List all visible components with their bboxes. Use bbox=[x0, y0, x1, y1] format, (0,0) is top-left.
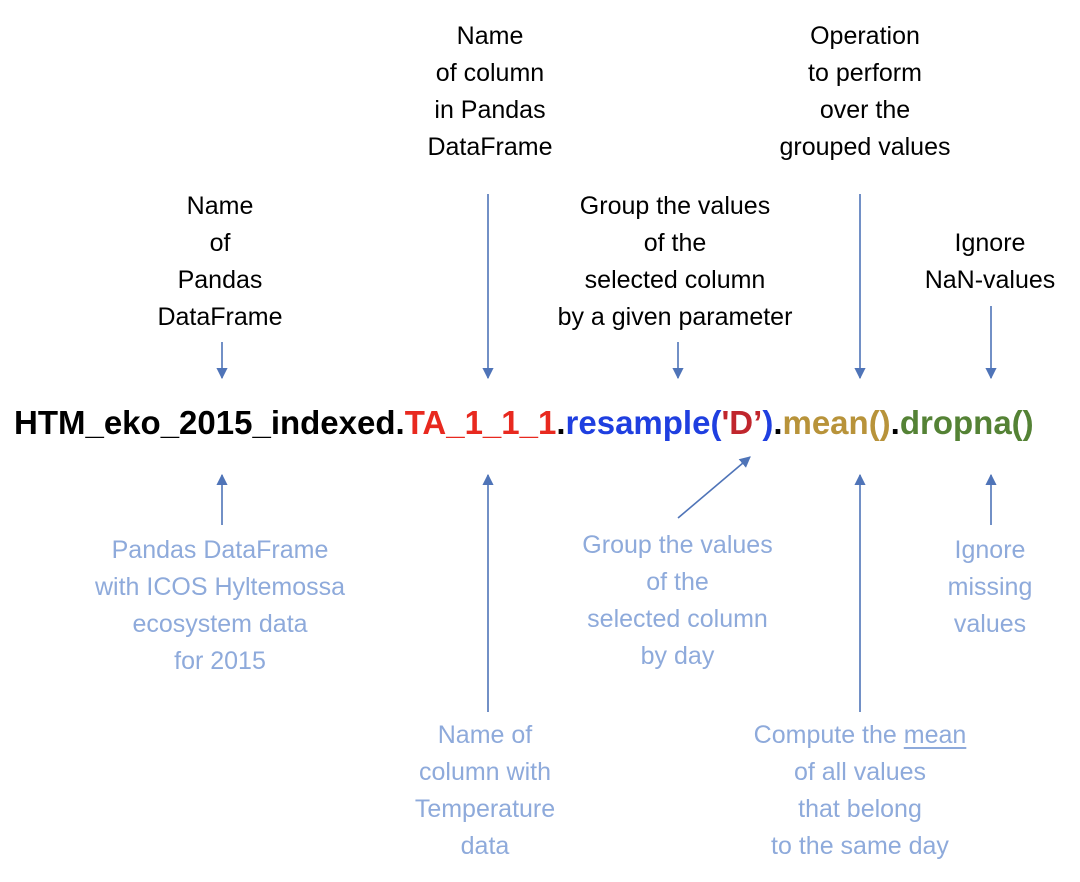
code-dropna: dropna() bbox=[899, 404, 1034, 441]
bottom-label-dataframe: Pandas DataFrame with ICOS Hyltemossa ec… bbox=[94, 536, 346, 675]
code-dot-1: . bbox=[395, 404, 405, 441]
bottom-label-mean: Compute the mean of all values that belo… bbox=[715, 717, 1005, 865]
bottom-label-mean-rest: of all values that belong to the same da… bbox=[771, 758, 949, 860]
top-label-column: Name of column in Pandas DataFrame bbox=[427, 22, 553, 161]
code-resample: resample( bbox=[565, 404, 722, 441]
code-dot-3: . bbox=[773, 404, 783, 441]
code-resample-close: ) bbox=[762, 404, 774, 441]
bottom-label-resample: Group the values of the selected column … bbox=[582, 531, 773, 670]
bottom-label-dropna: Ignore missing values bbox=[947, 536, 1033, 638]
code-dataframe: HTM_eko_2015_indexed bbox=[14, 404, 396, 441]
code-resample-arg: 'D’ bbox=[721, 404, 763, 441]
top-label-resample: Group the values of the selected column … bbox=[557, 192, 793, 331]
code-dot-2: . bbox=[556, 404, 566, 441]
bottom-label-column: Name of column with Temperature data bbox=[414, 721, 556, 860]
top-label-dataframe: Name of Pandas DataFrame bbox=[157, 192, 283, 331]
bottom-label-mean-prefix: Compute the bbox=[753, 721, 904, 749]
bottom-label-mean-underlined: mean bbox=[903, 721, 967, 749]
arrow-bottom-resample bbox=[677, 456, 751, 519]
top-label-dropna: Ignore NaN-values bbox=[924, 229, 1056, 294]
code-expression: HTM_eko_2015_indexed.TA_1_1_1.resample('… bbox=[14, 398, 1034, 448]
code-column: TA_1_1_1 bbox=[404, 404, 557, 441]
code-dot-4: . bbox=[890, 404, 900, 441]
code-mean: mean() bbox=[782, 404, 891, 441]
top-label-mean: Operation to perform over the grouped va… bbox=[779, 22, 951, 161]
